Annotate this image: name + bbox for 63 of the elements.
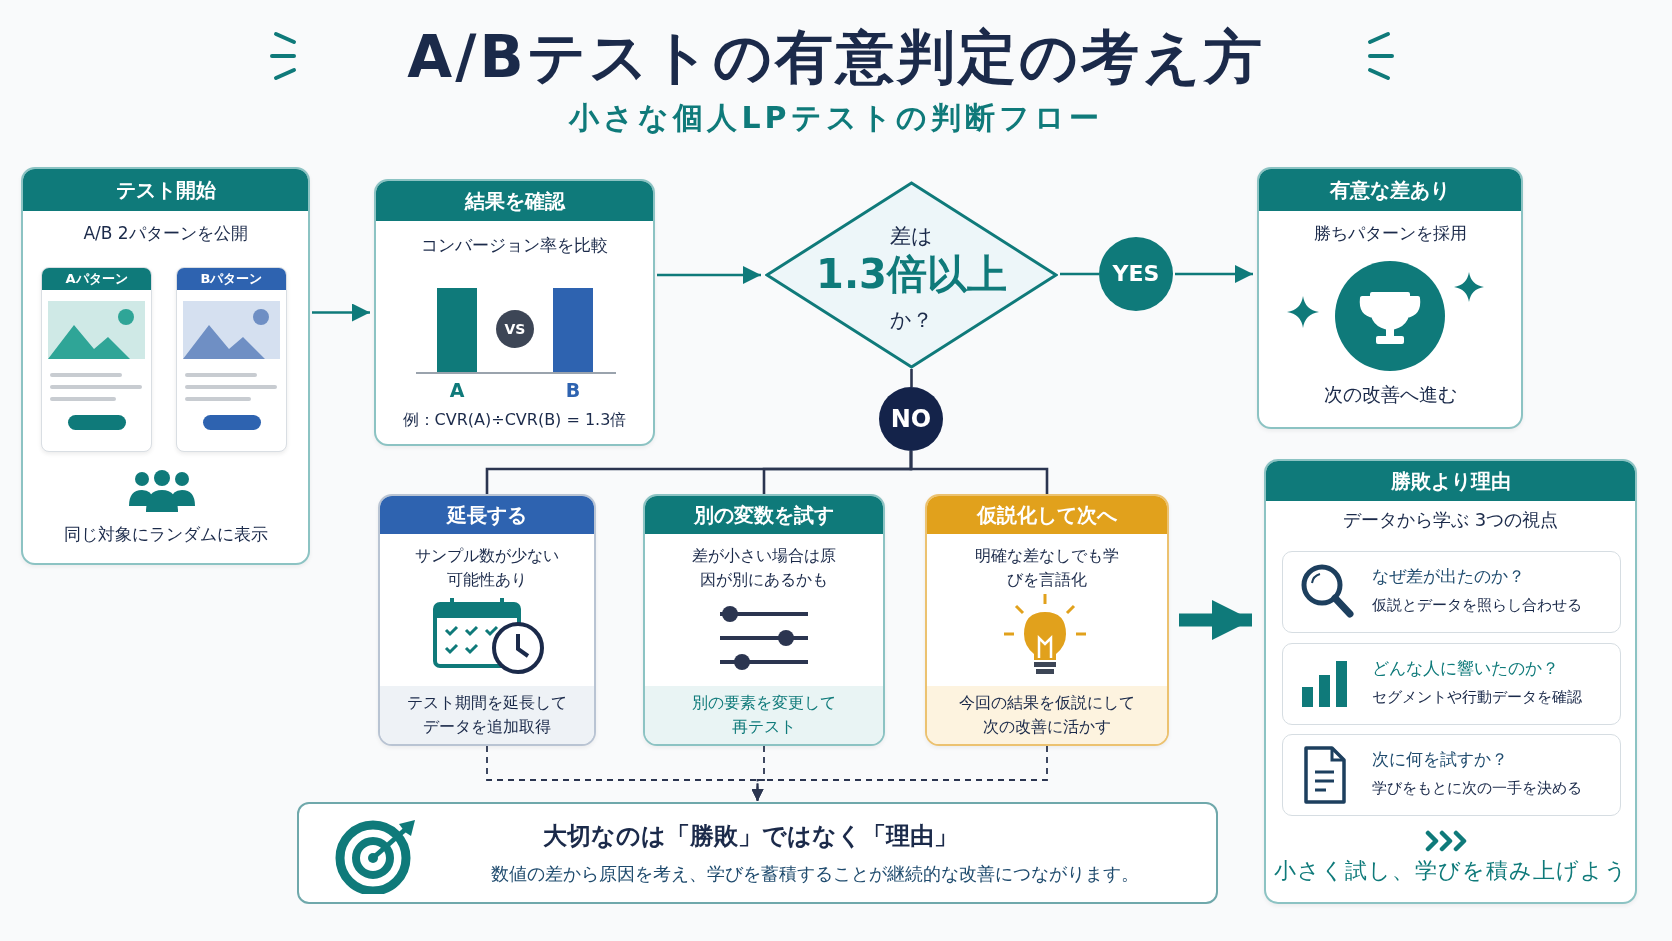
summary-box [297,802,1218,904]
info-panel [1264,459,1637,904]
card-header: 結果を確認 [376,181,653,221]
card-header: 有意な差あり [1259,169,1521,211]
footer-note: 今回の結果を仮説にして次の改善に活かす [927,686,1167,744]
formula-text: 例：CVR(A)÷CVR(B) = 1.3倍 [401,409,628,431]
connector-line [910,369,913,387]
question-title: どんな人に響いたのか？ [1372,657,1560,680]
card-header: Bパターン [177,268,286,290]
option-card [925,494,1169,746]
arrow [1179,600,1252,640]
bar-label: A [448,378,466,403]
card-header: 仮説化して次へ [927,496,1167,534]
card-text: 次の改善へ進む [1322,382,1458,407]
card-text: 明確な差なしでも学びを言語化 [974,545,1120,591]
summary-heading: 大切なのは「勝敗」ではなく「理由」 [541,821,959,852]
decision-text: 1.3倍以上 [815,250,1008,298]
card-text: A/B 2パターンを公開 [82,222,249,245]
title: A/Bテストの有意判定の考え方 [406,22,1266,93]
bar-label: B [564,378,582,403]
vs-circle: VS [496,310,534,348]
summary-text: 数値の差から原因を考え、学びを蓄積することが継続的な改善につながります。 [490,862,1140,886]
arrow [312,303,370,322]
connector-line [909,451,1049,494]
answer-circle: YES [1099,237,1173,311]
page-mockup [176,267,287,452]
question-card [1282,643,1621,725]
card-text: サンプル数が少ない可能性あり [414,545,560,591]
process-card [374,179,655,446]
decision-text: か？ [889,307,934,334]
process-card [1257,167,1523,429]
card-text: セグメントや行動データを確認 [1372,687,1583,708]
closing-text: 小さく試し、学びを積み上げよう [1272,857,1629,885]
arrow [1175,265,1253,283]
card-text: データから学ぶ 3つの視点 [1341,508,1560,532]
arrow [657,266,761,284]
dashed-arrow [751,745,1048,802]
card-header: 勝敗より理由 [1266,461,1635,501]
card-header: テスト開始 [23,169,308,211]
decision-text: 差は [889,223,934,250]
footer-note: 別の要素を変更して再テスト [645,686,883,744]
card-text: 仮説とデータを照らし合わせる [1372,595,1583,616]
question-card [1282,734,1621,816]
page-mockup [41,267,152,452]
decision-diamond [765,181,1058,369]
card-text: コンバージョン率を比較 [420,234,609,257]
card-text: 同じ対象にランダムに表示 [62,523,269,546]
question-card [1282,551,1621,633]
process-card [21,167,310,565]
card-text: 勝ちパターンを採用 [1312,222,1468,245]
option-card [643,494,885,746]
card-header: 延長する [380,496,594,534]
card-text: 学びをもとに次の一手を決める [1372,778,1583,799]
question-title: なぜ差が出たのか？ [1372,565,1526,588]
connector-line [1060,272,1099,276]
card-header: 別の変数を試す [645,496,883,534]
question-title: 次に何を試すか？ [1372,748,1509,771]
card-text: 差が小さい場合は原因が別にあるかも [691,545,837,591]
card-header: Aパターン [42,268,151,290]
subtitle: 小さな個人LPテストの判断フロー [567,99,1104,137]
option-card [378,494,596,746]
footer-note: テスト期間を延長してデータを追加取得 [380,686,594,744]
answer-circle: NO [879,387,943,451]
